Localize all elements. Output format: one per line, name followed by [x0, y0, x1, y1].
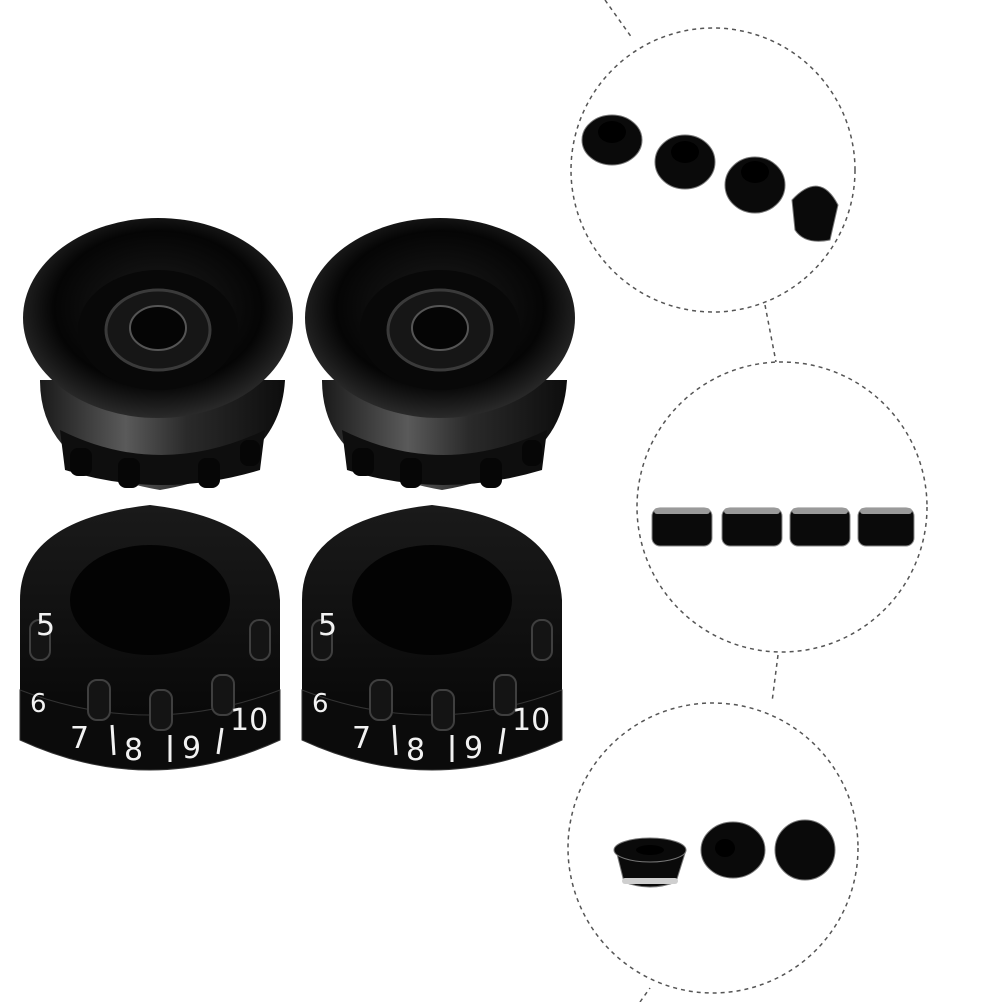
detail-circle-3 [567, 702, 859, 994]
numeral-6: 6 [312, 689, 329, 719]
knob-top-right [305, 218, 575, 490]
numeral-9: 9 [464, 731, 483, 766]
numeral-9: 9 [182, 731, 201, 766]
dashed-connectors [604, 0, 779, 1002]
numeral-7: 7 [352, 721, 371, 756]
knob-top-left [23, 218, 293, 490]
numeral-5: 5 [36, 608, 55, 643]
numeral-6: 6 [30, 689, 47, 719]
detail-circle-2 [636, 361, 928, 653]
numeral-7: 7 [70, 721, 89, 756]
numeral-8: 8 [124, 733, 143, 768]
numeral-10: 10 [230, 703, 268, 738]
numeral-10: 10 [512, 703, 550, 738]
knob-bottom-left: 5 6 7 8 9 10 [19, 505, 281, 771]
numeral-5: 5 [318, 608, 337, 643]
numeral-8: 8 [406, 733, 425, 768]
detail-circle-1 [570, 27, 856, 313]
knob-bottom-right: 5 6 7 8 9 10 [301, 505, 563, 771]
